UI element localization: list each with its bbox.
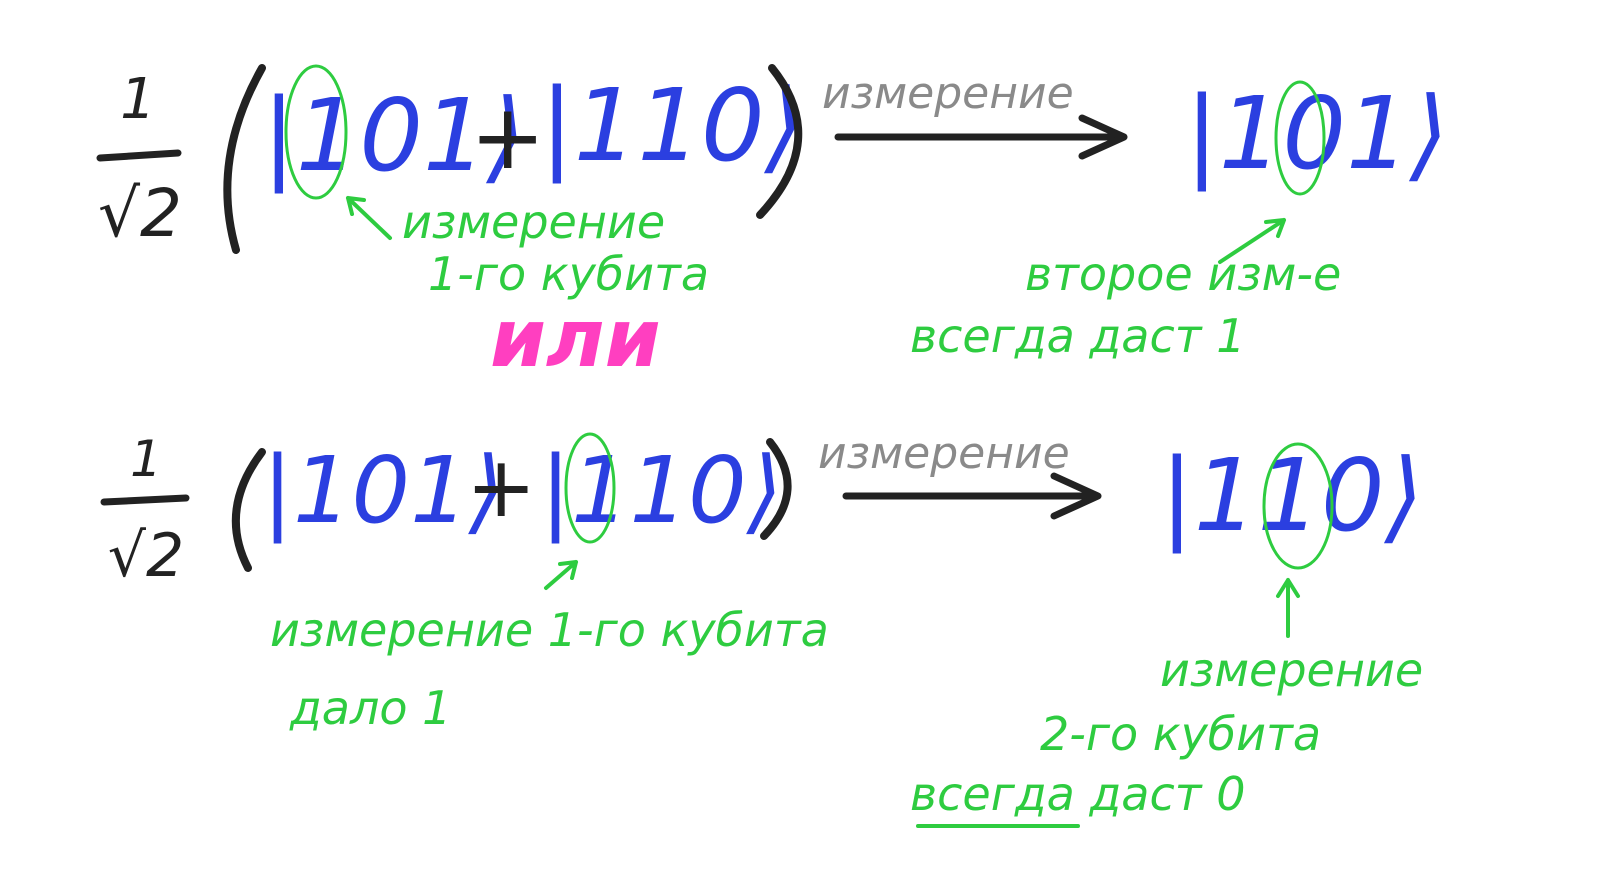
equation-1: 1 √2 |101⟩ + |110⟩ измерение |101⟩ измер… <box>96 64 1449 363</box>
result-highlight-ellipse <box>1274 80 1326 196</box>
arrow-head <box>1050 472 1102 520</box>
note-arrow-second <box>1276 578 1300 638</box>
plus-sign: + <box>466 438 536 536</box>
left-paren <box>231 448 266 572</box>
note-arrow-second <box>1218 218 1286 264</box>
right-paren <box>756 64 803 219</box>
fraction-bar <box>96 149 182 162</box>
coef-denominator: √2 <box>108 521 184 591</box>
ket-term-a: |101⟩ <box>262 77 526 194</box>
highlight-ellipse <box>564 432 616 544</box>
note-arrow-first <box>544 560 578 590</box>
coef-numerator: 1 <box>120 67 156 132</box>
note-second-line1: второе изм-е <box>1025 247 1341 301</box>
right-paren <box>760 438 792 540</box>
arrow-label: измерение <box>818 428 1070 479</box>
result-ket: |110⟩ <box>1160 437 1424 554</box>
ket-term-b: |110⟩ <box>540 437 783 544</box>
fraction-bar <box>100 494 190 506</box>
note-first-line2: дало 1 <box>289 681 451 735</box>
ket-term-a: |101⟩ <box>262 437 505 544</box>
left-paren <box>223 64 266 254</box>
coef-numerator: 1 <box>130 430 162 488</box>
note-first-line1: измерение <box>402 195 665 249</box>
highlight-ellipse <box>284 64 348 200</box>
note-first-line1: измерение 1-го кубита <box>270 603 829 657</box>
note-second-line2: всегда даст 1 <box>910 309 1245 363</box>
ket-term-b: |110⟩ <box>540 67 804 184</box>
arrow-label: измерение <box>822 68 1074 119</box>
arrow-head <box>1078 114 1128 160</box>
note-second-line1: измерение <box>1160 643 1423 697</box>
separator-or: или <box>490 292 661 385</box>
note-second-line2: 2-го кубита <box>1040 707 1321 761</box>
note-first-line2: 1-го кубита <box>428 247 709 301</box>
result-highlight-ellipse <box>1262 442 1334 570</box>
note-arrow-first <box>346 196 392 240</box>
equation-2: 1 √2 |101⟩ + |110⟩ измерение |110⟩ измер… <box>100 428 1424 828</box>
note-second-line3: всегда даст 0 <box>910 767 1245 821</box>
plus-sign: + <box>470 85 545 190</box>
coef-denominator: √2 <box>98 175 182 252</box>
